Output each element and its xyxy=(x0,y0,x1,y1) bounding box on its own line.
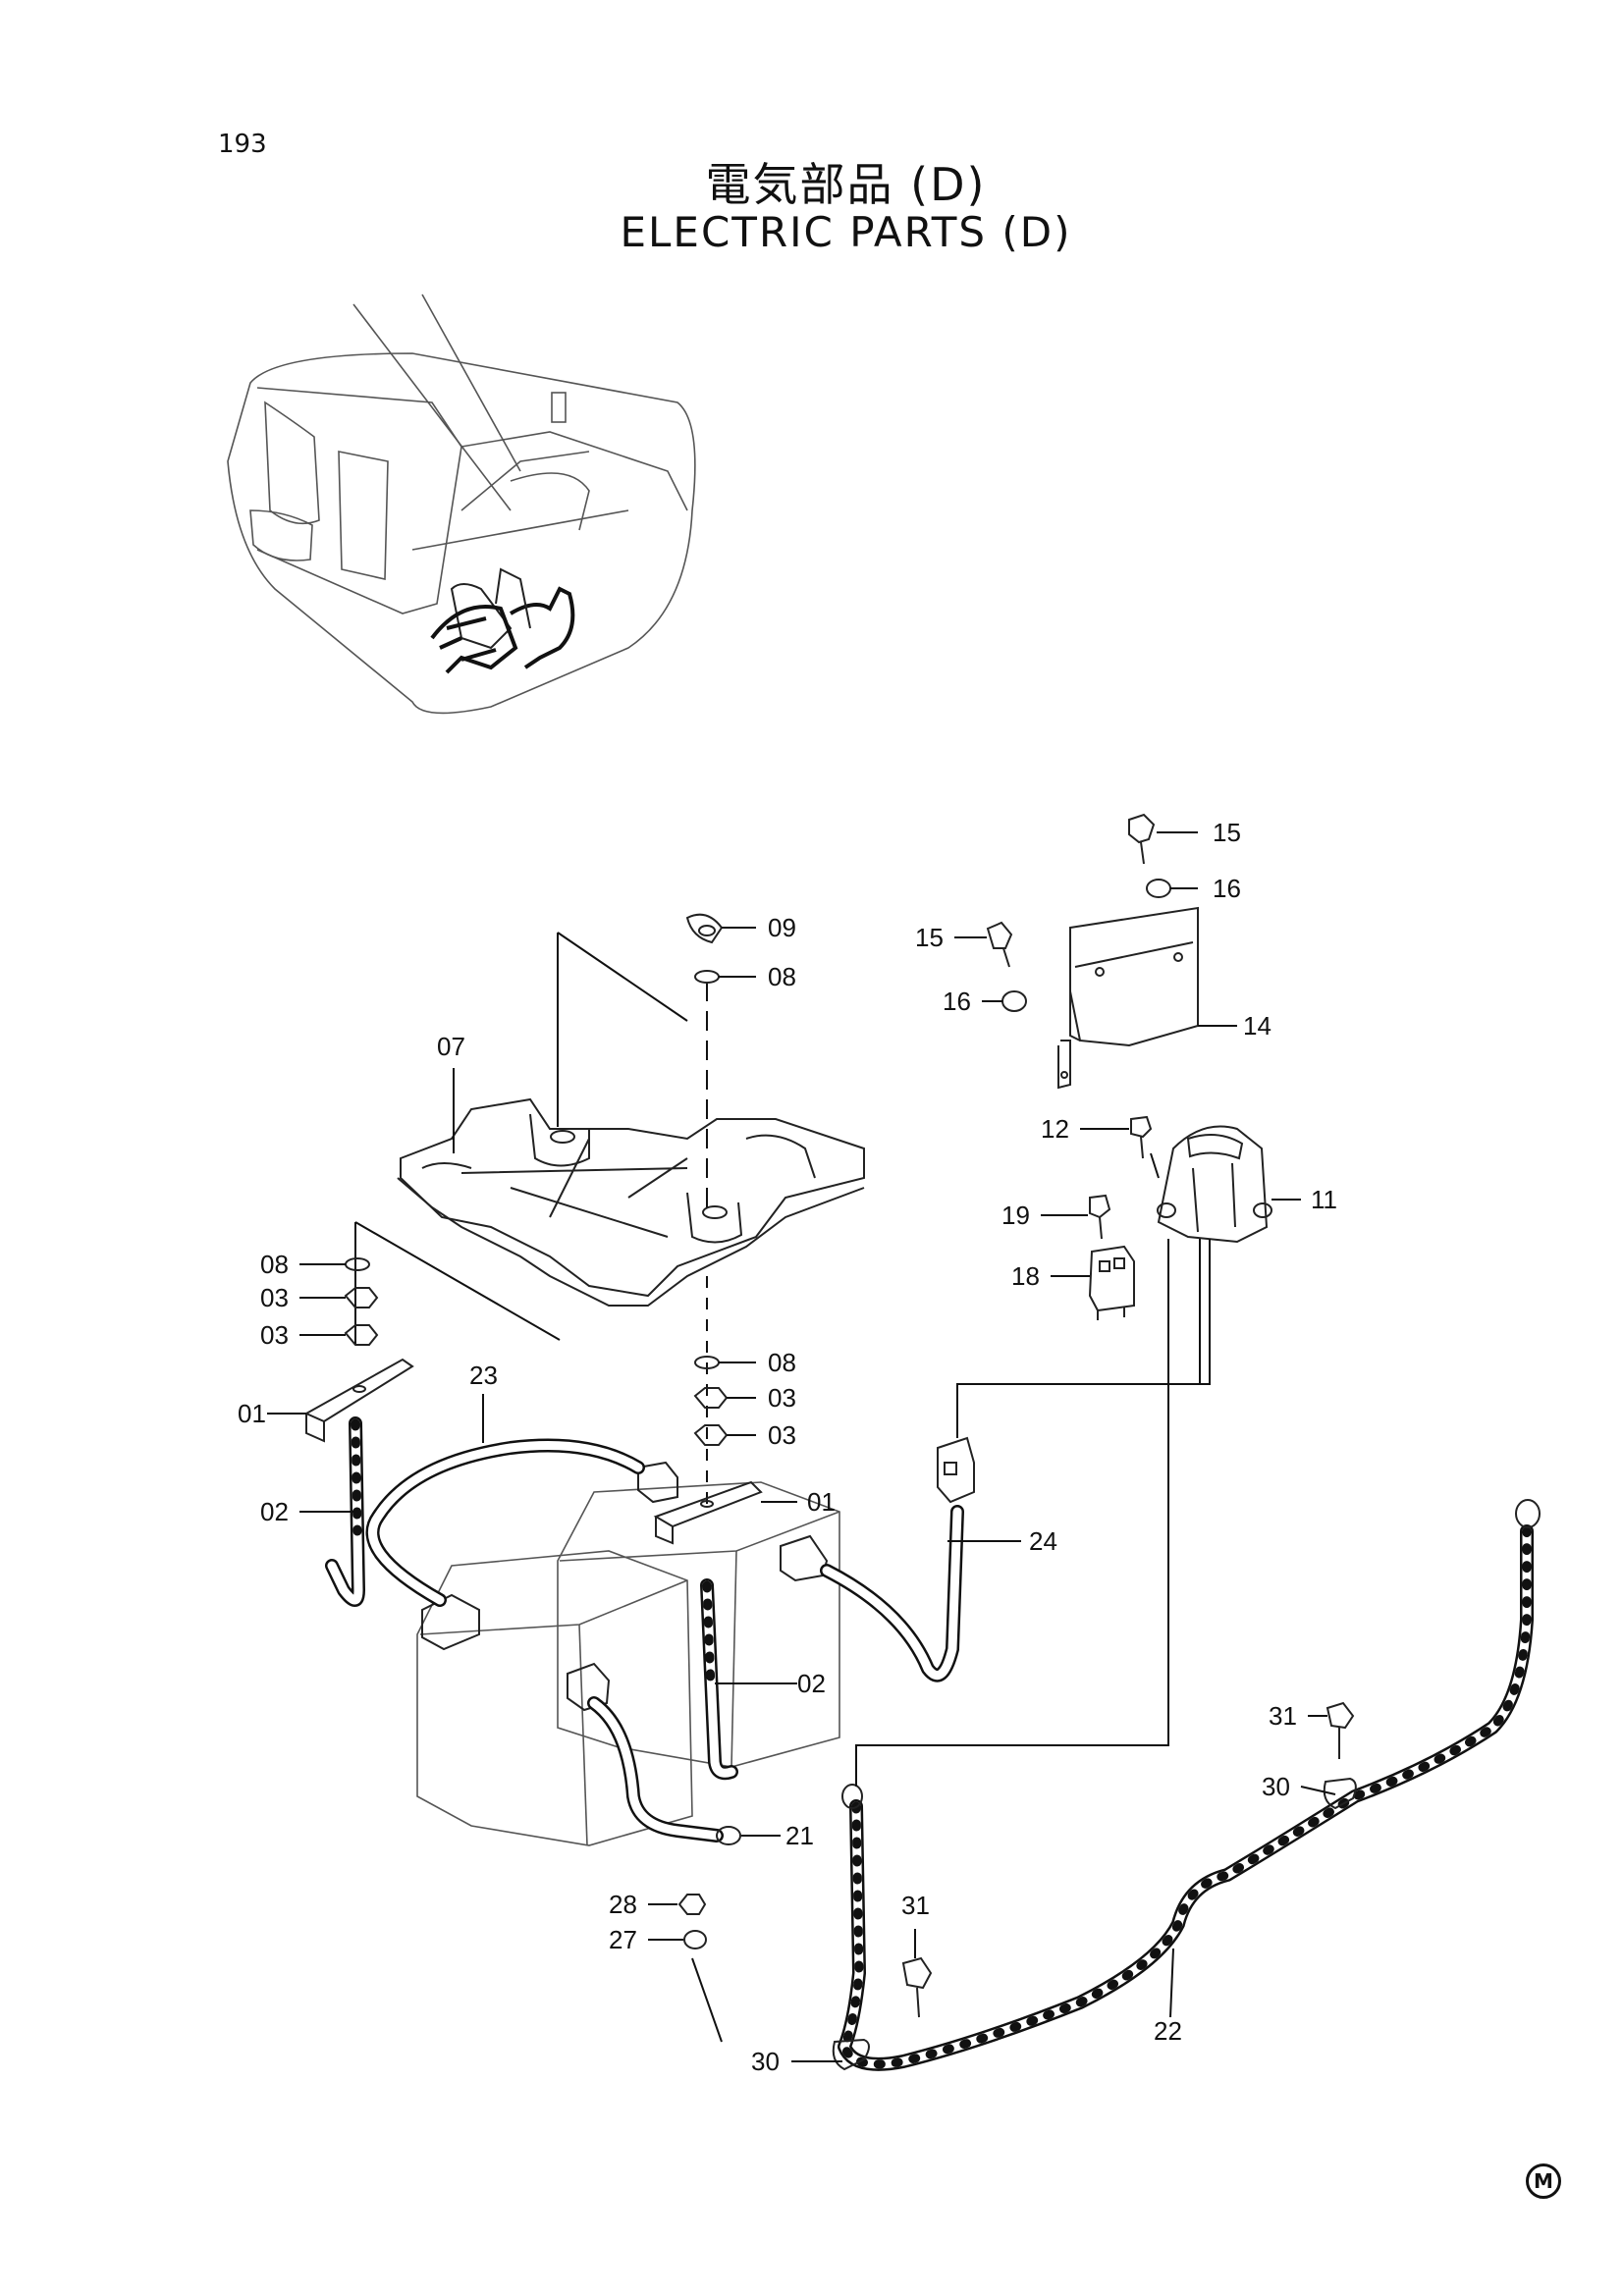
callout-15-left: 15 xyxy=(915,923,944,952)
title-japanese: 電気部品 (D) xyxy=(705,158,987,211)
page-number: 193 xyxy=(218,130,267,159)
callout-07: 07 xyxy=(437,1032,465,1061)
callout-18: 18 xyxy=(1011,1261,1040,1291)
callout-01-left: 01 xyxy=(238,1399,266,1428)
bracket-14 xyxy=(1057,906,1199,1090)
callout-19: 19 xyxy=(1001,1201,1030,1230)
callout-08-top: 08 xyxy=(768,962,796,991)
callout-30-right: 30 xyxy=(1262,1772,1290,1801)
connector-18 xyxy=(1088,1245,1135,1320)
callout-24: 24 xyxy=(1029,1526,1057,1556)
cable-21 xyxy=(587,1696,741,1845)
callout-02-right: 02 xyxy=(797,1669,826,1698)
battery-tray xyxy=(397,1097,865,1307)
callout-30-left: 30 xyxy=(751,2047,780,2076)
callout-22: 22 xyxy=(1154,2016,1182,2046)
callout-03-mid-2: 03 xyxy=(768,1420,796,1450)
batteries xyxy=(416,1461,840,1846)
callout-01-right: 01 xyxy=(807,1487,836,1517)
callout-15-top: 15 xyxy=(1213,818,1241,847)
callout-03-mid-1: 03 xyxy=(768,1383,796,1413)
callout-03-left-1: 03 xyxy=(260,1283,289,1312)
callout-14: 14 xyxy=(1243,1011,1271,1041)
excavator-overview xyxy=(227,294,696,715)
callout-28: 28 xyxy=(609,1890,637,1919)
callout-12: 12 xyxy=(1041,1114,1069,1144)
callout-27: 27 xyxy=(609,1925,637,1954)
cable-24 xyxy=(820,1239,1211,1682)
relay-11 xyxy=(1150,1125,1272,1244)
leader-lines xyxy=(267,831,1336,2062)
battery-cable-23 xyxy=(365,1438,645,1607)
tray-frame-lines xyxy=(354,932,708,1512)
callout-11: 11 xyxy=(1311,1185,1337,1214)
callout-09: 09 xyxy=(768,913,796,942)
callout-31-left: 31 xyxy=(901,1891,930,1920)
ground-cable-22 xyxy=(832,1239,1541,2071)
callout-08-mid: 08 xyxy=(768,1348,796,1377)
manufacturer-mark: M xyxy=(1526,2163,1561,2199)
fasteners xyxy=(344,813,1355,2043)
callout-16-left: 16 xyxy=(943,987,971,1016)
callout-21: 21 xyxy=(785,1821,814,1850)
callout-03-left-2: 03 xyxy=(260,1320,289,1350)
hold-down-rods xyxy=(303,1358,763,1781)
title-english: ELECTRIC PARTS (D) xyxy=(620,208,1072,256)
callout-31-right: 31 xyxy=(1269,1701,1297,1731)
callout-23: 23 xyxy=(469,1361,498,1390)
callout-02-left: 02 xyxy=(260,1497,289,1526)
callout-16-top: 16 xyxy=(1213,874,1241,903)
callout-labels: 15 16 15 16 14 09 08 07 12 11 19 18 08 0… xyxy=(238,818,1337,2076)
callout-08-left: 08 xyxy=(260,1250,289,1279)
